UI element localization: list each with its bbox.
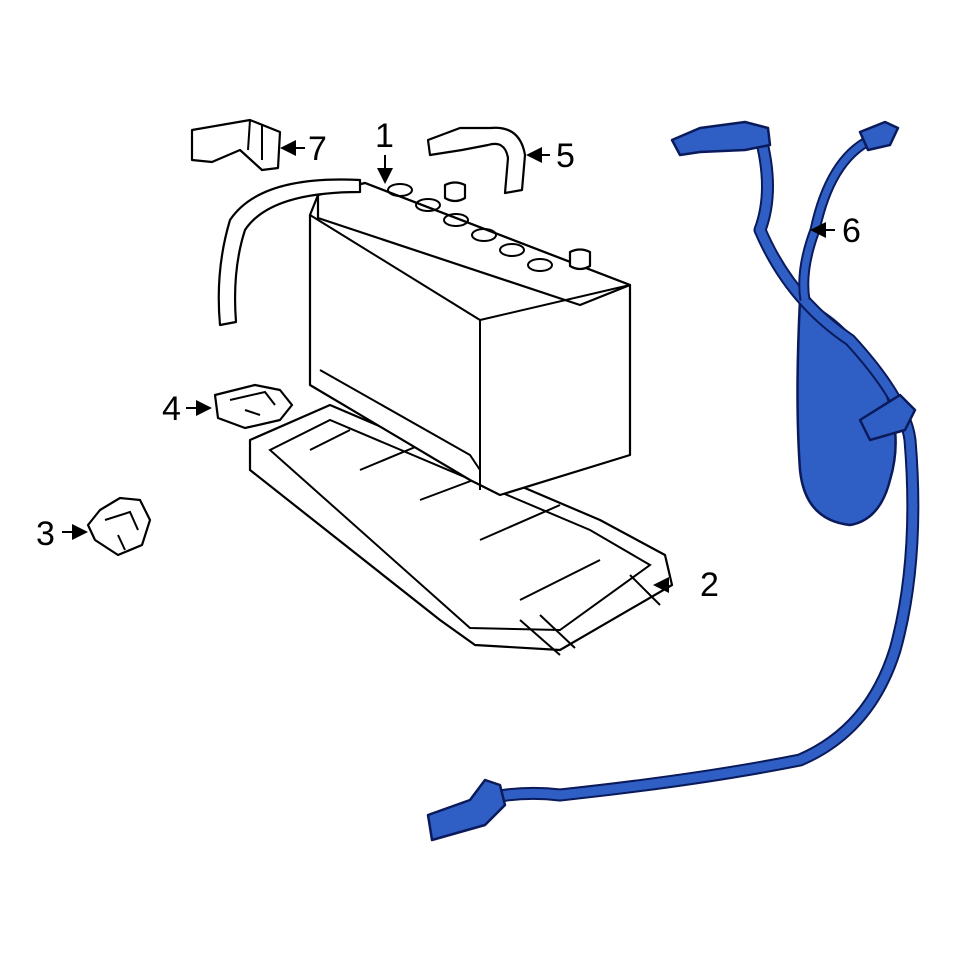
clip[interactable] bbox=[86, 496, 152, 557]
callout-2: 2 bbox=[700, 566, 719, 604]
callout-5: 5 bbox=[556, 137, 575, 175]
positive-cable[interactable] bbox=[426, 126, 527, 195]
callout-6: 6 bbox=[842, 212, 861, 250]
battery[interactable] bbox=[308, 181, 632, 497]
callout-1: 1 bbox=[375, 117, 394, 155]
callout-4: 4 bbox=[162, 390, 181, 428]
cable-lead bbox=[217, 178, 362, 327]
callout-3: 3 bbox=[36, 515, 55, 553]
terminal-cover[interactable] bbox=[190, 118, 282, 172]
callout-7: 7 bbox=[308, 130, 327, 168]
negative-cable[interactable] bbox=[426, 120, 920, 842]
hold-down-clamp[interactable] bbox=[213, 383, 294, 430]
leader-lines bbox=[62, 140, 835, 593]
